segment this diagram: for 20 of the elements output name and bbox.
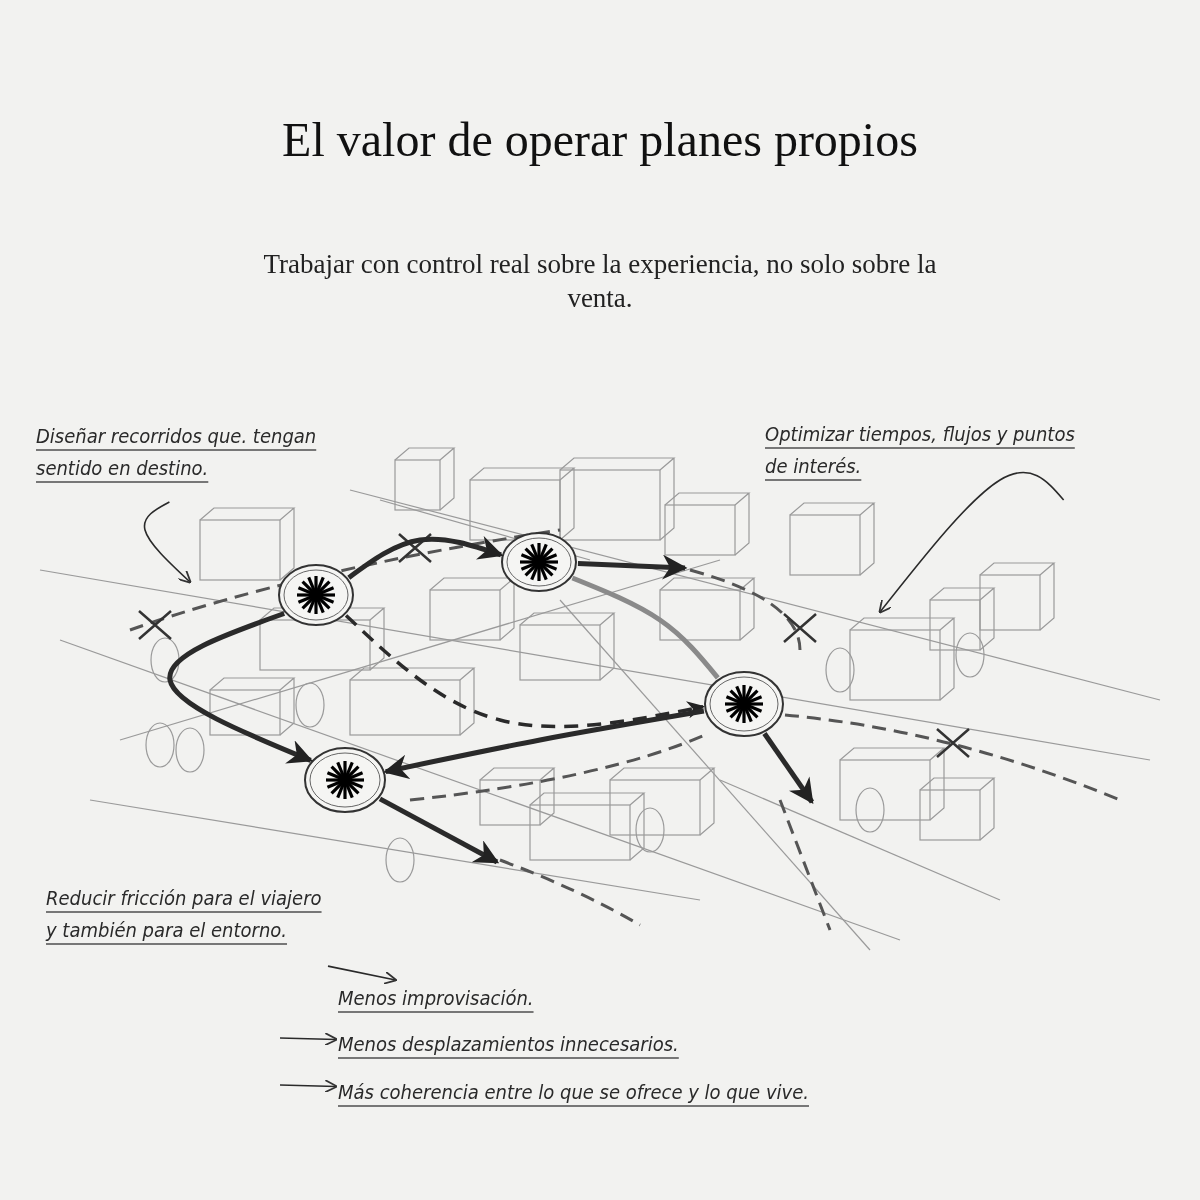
arrow [878,471,1065,614]
handwritten-note: Más coherencia entre lo que se ofrece y lo que vive. [338,1080,809,1104]
arrow [327,965,398,985]
arrow [279,1032,339,1047]
route-arrow [344,614,705,729]
route-arrow [378,796,500,865]
route-arrow [383,708,705,780]
arrow [279,1079,339,1094]
arrow [143,501,192,584]
route-arrow [577,554,688,580]
route-arrow [167,611,313,764]
route-arrow [762,732,815,805]
handwritten-note: Menos improvisación. [338,986,534,1010]
handwritten-note: Optimizar tiempos, flujos y puntos de interés. [765,422,1075,478]
subtitle: Trabajar con control real sobre la experiencia, no solo sobre la venta. [262,248,938,315]
handwritten-note: Menos desplazamientos innecesarios. [338,1032,679,1056]
title: El valor de operar planes propios [281,112,919,167]
handwritten-note: Diseñar recorridos que. tengan sentido en destino. [36,424,317,480]
route-arrow [347,535,504,580]
handwritten-note: Reducir fricción para el viajero y también para el entorno. [46,886,322,942]
